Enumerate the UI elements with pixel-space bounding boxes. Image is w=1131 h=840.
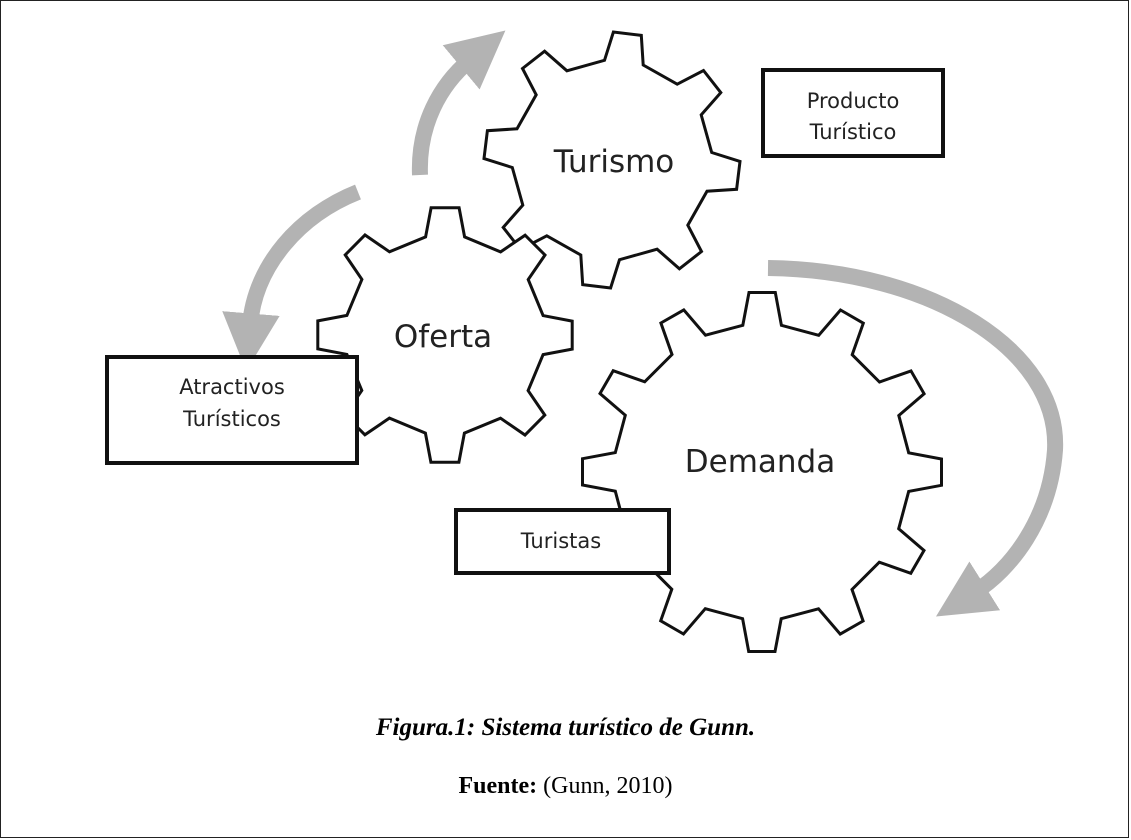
figure-source: Fuente: (Gunn, 2010) [0, 773, 1131, 800]
gear-turismo [482, 30, 742, 290]
figure-caption: Figura.1: Sistema turístico de Gunn. [375, 714, 756, 741]
gear-label-turismo: Turismo [553, 144, 675, 180]
curved-arrow-down-left [222, 184, 362, 371]
gear-label-oferta: Oferta [394, 319, 492, 355]
source-text: (Gunn, 2010) [537, 773, 673, 799]
gear-oferta [316, 206, 574, 464]
box-turistas-label: Turistas [520, 529, 601, 553]
box-atractivos-turisticos [105, 355, 359, 465]
curved-arrow-up [411, 30, 506, 176]
box-producto-line1: Producto [807, 89, 900, 113]
source-label: Fuente: [458, 773, 538, 799]
gunn-tourism-system-diagram: Turismo Oferta Demanda Producto Turístic… [105, 30, 1064, 653]
curved-arrow-down-right [767, 260, 1064, 617]
gear-demanda [581, 291, 943, 653]
box-producto-line2: Turístico [809, 120, 897, 144]
gear-label-demanda: Demanda [685, 444, 835, 480]
box-producto-turistico [761, 68, 945, 158]
box-atractivos-line1: Atractivos [179, 375, 285, 399]
box-atractivos-line2: Turísticos [182, 407, 281, 431]
box-turistas [454, 508, 671, 575]
